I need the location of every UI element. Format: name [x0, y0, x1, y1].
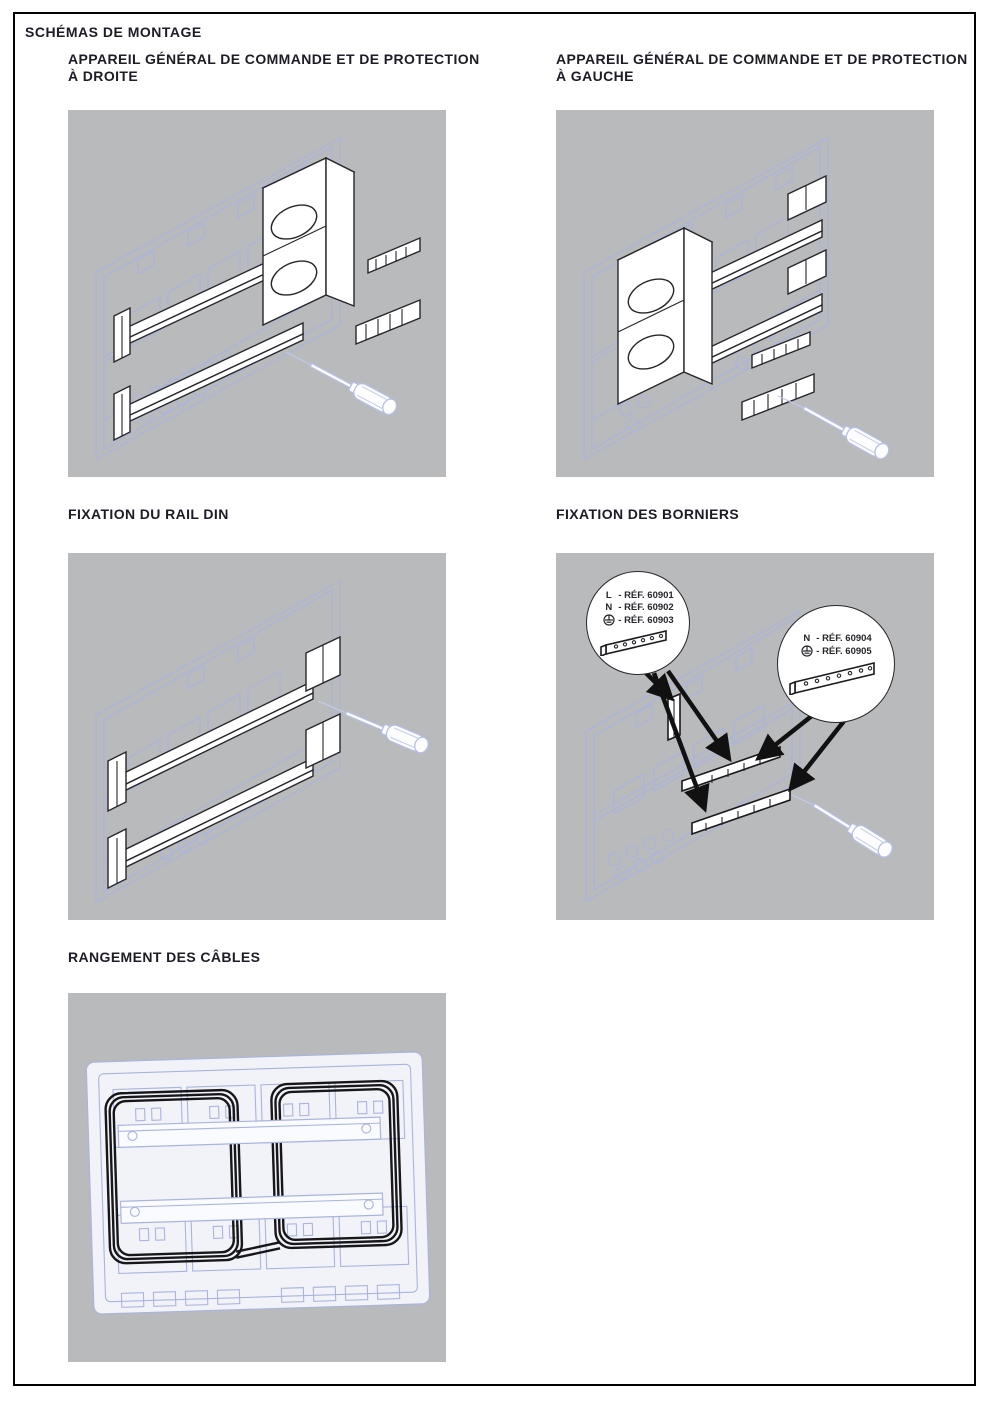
- cross-rails: [117, 1116, 384, 1224]
- screwdriver-icon: [344, 710, 429, 754]
- din-rails: [107, 635, 341, 890]
- terminal-block-sketch: [600, 629, 667, 656]
- screwdriver-icon: [812, 802, 893, 858]
- line-symbol: L: [605, 590, 612, 601]
- illustration-din-rail: [68, 553, 446, 920]
- heading-terminal-blocks: FIXATION DES BORNIERS: [556, 506, 740, 522]
- line-ref: - RÉF. 60904: [816, 633, 872, 644]
- line-ref: - RÉF. 60903: [618, 614, 674, 626]
- earth-icon: [800, 645, 813, 657]
- callout-line: - RÉF. 60903: [602, 614, 674, 626]
- callout-balloon-right: N - RÉF. 60904 - RÉF. 60905: [777, 605, 895, 723]
- earth-icon: [602, 614, 615, 626]
- terminal-blocks-drawing: [585, 610, 893, 902]
- callout-line: N - RÉF. 60902: [602, 602, 673, 613]
- line-ref: - RÉF. 60902: [618, 602, 674, 613]
- agcp-left-drawing: [583, 137, 890, 460]
- terminal-block-sketch: [789, 661, 875, 695]
- callout-line: L - RÉF. 60901: [602, 590, 674, 601]
- illustration-terminal-blocks: L - RÉF. 60901 N - RÉF. 60902 - RÉF. 609…: [556, 553, 934, 920]
- heading-line: À GAUCHE: [556, 68, 634, 84]
- line-ref: - RÉF. 60905: [816, 645, 872, 657]
- line-ref: - RÉF. 60901: [618, 590, 674, 601]
- din-rail-drawing: [95, 580, 429, 903]
- screw-axis: [317, 700, 347, 714]
- flush-mounting-box: [616, 226, 714, 406]
- callout-rows: L - RÉF. 60901 N - RÉF. 60902 - RÉF. 609…: [602, 590, 674, 626]
- heading-line: À DROITE: [68, 68, 139, 84]
- heading-line: APPAREIL GÉNÉRAL DE COMMANDE ET DE PROTE…: [556, 51, 968, 67]
- neutral-symbol: N: [605, 602, 613, 613]
- screw-axis: [777, 395, 805, 409]
- placement-arrows: [639, 666, 846, 813]
- callout-balloon-left: L - RÉF. 60901 N - RÉF. 60902 - RÉF. 609…: [586, 571, 690, 675]
- neutral-symbol: N: [803, 633, 811, 644]
- terminal-strip-parts: [355, 236, 421, 346]
- screw-axis: [285, 351, 312, 366]
- enclosure-front-art: [85, 1051, 431, 1315]
- heading-din-rail: FIXATION DU RAIL DIN: [68, 506, 229, 522]
- heading-agcp-left: APPAREIL GÉNÉRAL DE COMMANDE ET DE PROTE…: [556, 51, 993, 85]
- flush-mounting-box: [261, 156, 356, 327]
- din-rails: [703, 174, 827, 369]
- page-border: [13, 12, 976, 1386]
- heading-agcp-right: APPAREIL GÉNÉRAL DE COMMANDE ET DE PROTE…: [68, 51, 518, 85]
- screwdriver-icon: [802, 405, 890, 460]
- terminal-strip-parts: [741, 330, 815, 422]
- heading-line: APPAREIL GÉNÉRAL DE COMMANDE ET DE PROTE…: [68, 51, 480, 67]
- callout-line: - RÉF. 60905: [800, 645, 872, 657]
- heading-cable-storage: RANGEMENT DES CÂBLES: [68, 949, 261, 965]
- callout-line: N - RÉF. 60904: [800, 633, 871, 644]
- screw-axis: [791, 794, 815, 806]
- illustration-agcp-right: [68, 110, 446, 477]
- agcp-right-drawing: [95, 137, 421, 460]
- page-title: SCHÉMAS DE MONTAGE: [25, 24, 202, 40]
- callout-rows: N - RÉF. 60904 - RÉF. 60905: [800, 633, 872, 657]
- illustration-agcp-left: [556, 110, 934, 477]
- din-rails: [113, 243, 304, 442]
- screwdriver-icon: [309, 362, 398, 416]
- cable-storage-drawing: [85, 1051, 431, 1315]
- illustration-cable-storage: [68, 993, 446, 1362]
- routed-cables: [104, 1079, 403, 1265]
